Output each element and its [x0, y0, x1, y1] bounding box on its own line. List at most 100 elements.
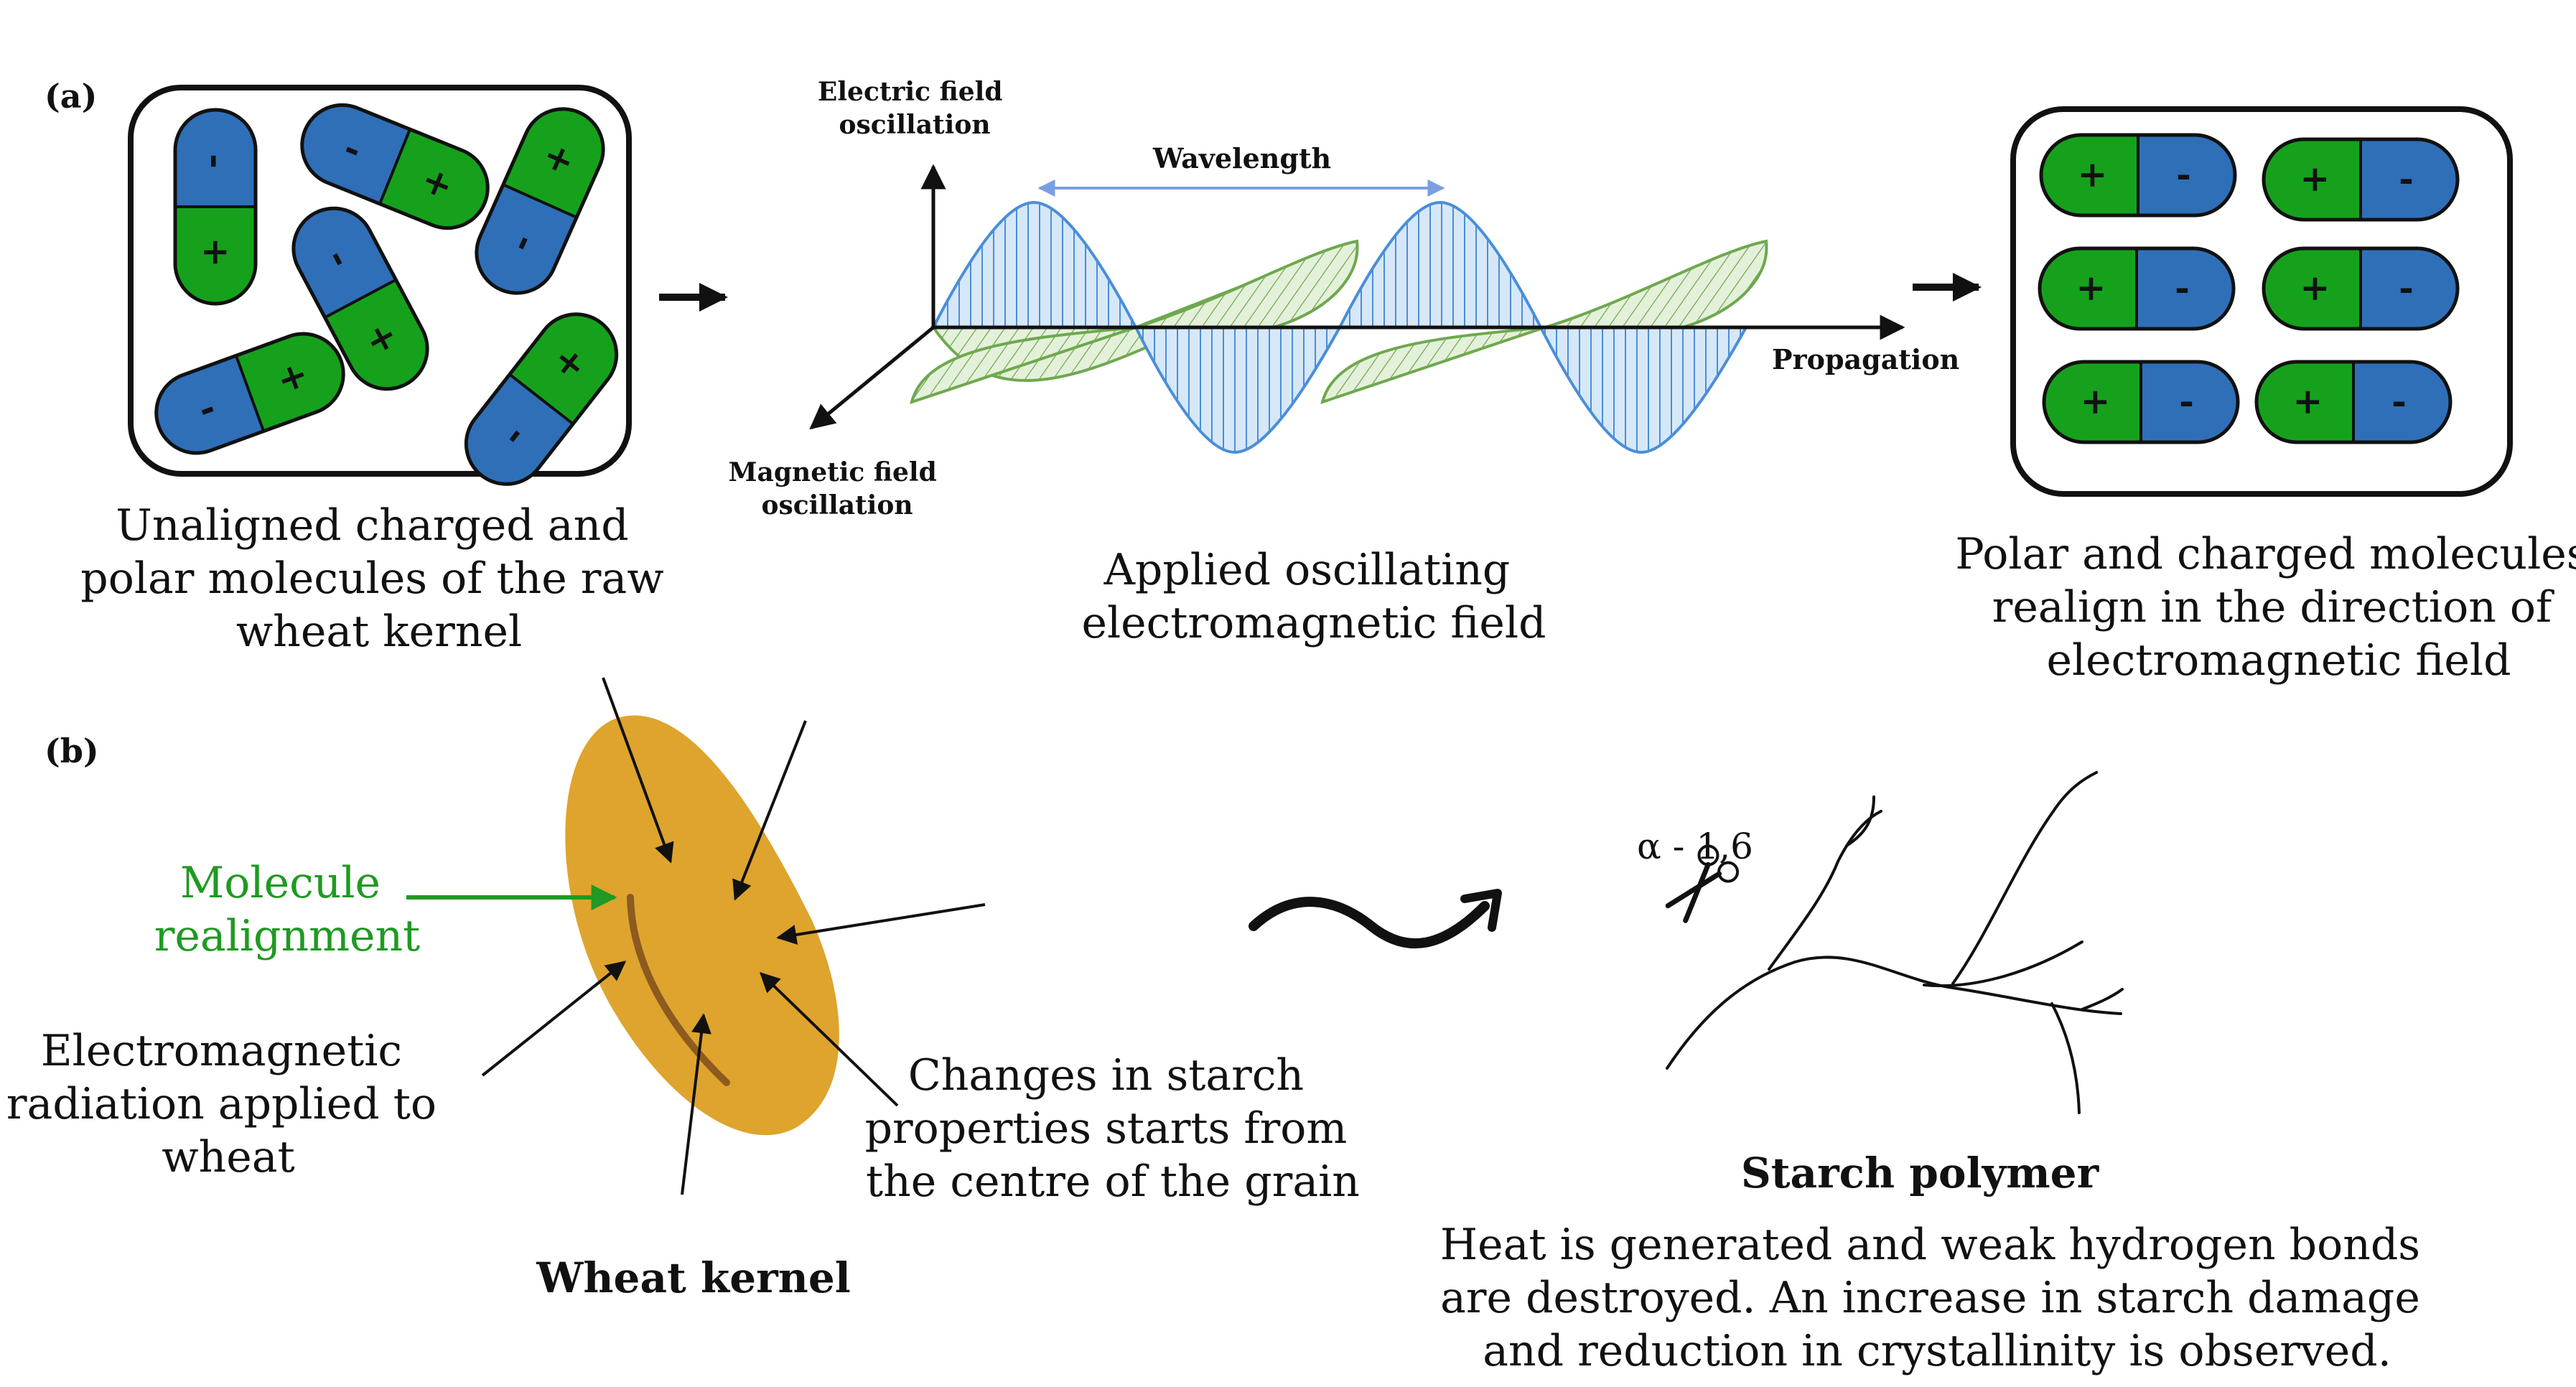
- scissors-blade-2: [1665, 871, 1722, 909]
- propagation-label: Propagation: [1772, 343, 1959, 375]
- polymer-branch-3a: [2081, 988, 2124, 1011]
- aligned-capsule-row-3-left-right-sign: -: [2179, 380, 2194, 422]
- aligned-capsule-row-3-right: +-: [2254, 360, 2453, 444]
- radiation-label-line-2: radiation applied to: [6, 1079, 437, 1129]
- aligned-capsule-row-1-right-right-half: [2361, 139, 2458, 220]
- electric-field-wave-neg-2: [1538, 326, 1749, 454]
- radiation-arrow-5: [759, 972, 899, 1107]
- unaligned-capsule-5-divider: [234, 355, 266, 432]
- unaligned-capsule-1-right-half: [175, 207, 256, 304]
- polymer-caption-line-3: and reduction in crystallinity is observ…: [1483, 1326, 2391, 1376]
- wheat-kernel-crease: [627, 894, 730, 1086]
- aligned-capsule-row-3-left-left-sign: +: [2081, 380, 2111, 422]
- unaligned-capsule-5-left-half: [156, 355, 264, 454]
- starch-polymer-caption: Heat is generated and weak hydrogen bond…: [1440, 1220, 2434, 1376]
- electric-field-wave-pos-2: [1337, 200, 1544, 329]
- radiation-arrows: [481, 677, 986, 1195]
- unaligned-capsule-1-left-sign: -: [195, 154, 238, 169]
- alpha-bond-label: α - 1,6: [1637, 826, 1753, 867]
- starch-polymer-title: Starch polymer: [1741, 1149, 2100, 1197]
- unaligned-capsule-3-outline: [475, 107, 605, 295]
- electric-field-wave-pos-1: [930, 200, 1139, 329]
- aligned-capsule-row-1-right-left-half: [2264, 139, 2361, 220]
- radiation-arrow-3: [776, 903, 986, 945]
- aligned-capsule-row-2-right-left-sign: +: [2300, 266, 2330, 309]
- polymer-branch-3: [2050, 1002, 2081, 1114]
- unaligned-capsule-4-left-half: [293, 208, 396, 318]
- starch-change-line-1: Changes in starch: [908, 1050, 1304, 1101]
- aligned-capsule-row-1-left-right-sign: -: [2176, 153, 2191, 195]
- magnetic-field-label-line-2: oscillation: [761, 490, 913, 520]
- radiation-arrow-1: [602, 677, 674, 864]
- right-caption-line-1: Polar and charged molecules: [1955, 529, 2576, 579]
- middle-caption-line-2: electromagnetic field: [1081, 598, 1546, 648]
- electric-field-label-line-1: Electric field: [818, 77, 1003, 107]
- wheat-kernel-shape: [565, 715, 839, 1136]
- scissors-icon: [1665, 844, 1740, 923]
- unaligned-capsule-2-left-half: [302, 105, 410, 204]
- aligned-capsule-row-2-left: +-: [2038, 246, 2236, 331]
- aligned-capsule-row-3-right-left-half: [2257, 362, 2353, 442]
- magnetic-field-label-line-1: Magnetic field: [729, 457, 937, 487]
- unaligned-capsule-5-right-half: [235, 333, 344, 431]
- polymer-branch-2a: [1923, 940, 2083, 988]
- unaligned-capsule-2-divider: [378, 129, 411, 205]
- electromagnetic-wave-diagram: Electric field oscillation Wavelength Pr…: [729, 77, 1960, 520]
- polymer-main-chain: [1666, 956, 2122, 1070]
- wheat-kernel-title: Wheat kernel: [536, 1253, 851, 1302]
- aligned-capsule-row-2-left-right-half: [2137, 248, 2234, 329]
- aligned-capsule-row-2-left-right-sign: -: [2175, 266, 2190, 309]
- unaligned-capsule-3-right-half: [503, 108, 604, 218]
- left-caption-line-1: Unaligned charged and: [116, 500, 628, 551]
- radiation-label-line-1: Electromagnetic: [41, 1026, 402, 1076]
- panel-b-label: (b): [45, 732, 99, 770]
- middle-caption-line-1: Applied oscillating: [1103, 545, 1511, 595]
- panel-a-label: (a): [45, 77, 97, 116]
- unaligned-capsule-2: -+: [300, 103, 490, 230]
- polymer-branch-1a: [1845, 795, 1875, 847]
- scissors-blade-1: [1683, 861, 1711, 923]
- unaligned-capsule-6: -+: [464, 312, 619, 486]
- process-squiggle-arrowhead: [1460, 889, 1502, 932]
- aligned-capsule-row-2-left-left-sign: +: [2076, 266, 2106, 309]
- polymer-branch-1: [1768, 810, 1882, 971]
- aligned-capsule-row-3-right-left-sign: +: [2293, 380, 2323, 422]
- unaligned-capsule-2-outline: [300, 103, 490, 230]
- aligned-capsule-row-2-left-left-half: [2040, 248, 2137, 329]
- starch-change-line-3: the centre of the grain: [866, 1157, 1360, 1207]
- starch-change-label: Changes in starch properties starts from…: [865, 1050, 1361, 1207]
- aligned-capsule-row-2-right: +-: [2262, 246, 2460, 331]
- left-caption-line-2: polar molecules of the raw: [80, 554, 663, 604]
- polymer-caption-line-2: are destroyed. An increase in starch dam…: [1440, 1273, 2420, 1323]
- aligned-capsule-row-3-right-right-sign: -: [2391, 380, 2407, 422]
- unaligned-capsules: -+-+-+-+-+-+: [154, 103, 619, 486]
- radiation-arrow-6: [681, 1013, 711, 1195]
- magnetic-field-label: Magnetic field oscillation: [729, 457, 946, 520]
- unaligned-capsule-1-right-sign: +: [195, 238, 238, 268]
- unaligned-molecules-box: -+-+-+-+-+-+: [128, 85, 632, 486]
- right-caption-line-3: electromagnetic field: [2046, 635, 2511, 686]
- magnetic-field-axis: [809, 326, 935, 430]
- electric-field-label: Electric field oscillation: [818, 77, 1012, 140]
- left-caption: Unaligned charged and polar molecules of…: [80, 500, 677, 657]
- scissors-handle-1: [1697, 844, 1719, 867]
- aligned-capsule-row-1-right: +-: [2262, 137, 2460, 222]
- scissors-handle-2: [1717, 861, 1740, 883]
- unaligned-capsule-4-divider: [324, 278, 397, 319]
- unaligned-capsule-6-outline: [464, 312, 619, 486]
- aligned-capsule-row-1-right-right-sign: -: [2399, 157, 2414, 200]
- electric-field-label-line-2: oscillation: [839, 110, 990, 140]
- aligned-capsule-row-2-right-right-half: [2361, 248, 2458, 329]
- magnetic-field-wave-shape: [910, 239, 1359, 405]
- unaligned-capsule-2-right-half: [380, 129, 488, 228]
- unaligned-capsule-5: -+: [154, 332, 345, 455]
- starch-polymer: [1666, 771, 2124, 1114]
- aligned-capsule-row-1-left: +-: [2039, 133, 2237, 218]
- polymer-caption-line-1: Heat is generated and weak hydrogen bond…: [1440, 1220, 2420, 1270]
- unaligned-capsule-3-divider: [503, 183, 577, 219]
- wheat-kernel: [565, 715, 839, 1136]
- aligned-capsule-row-2-right-left-half: [2264, 248, 2361, 329]
- electric-field-wave-neg-1: [1133, 326, 1343, 454]
- unaligned-capsule-4-right-half: [325, 279, 428, 389]
- aligned-capsule-row-1-right-left-sign: +: [2300, 157, 2330, 200]
